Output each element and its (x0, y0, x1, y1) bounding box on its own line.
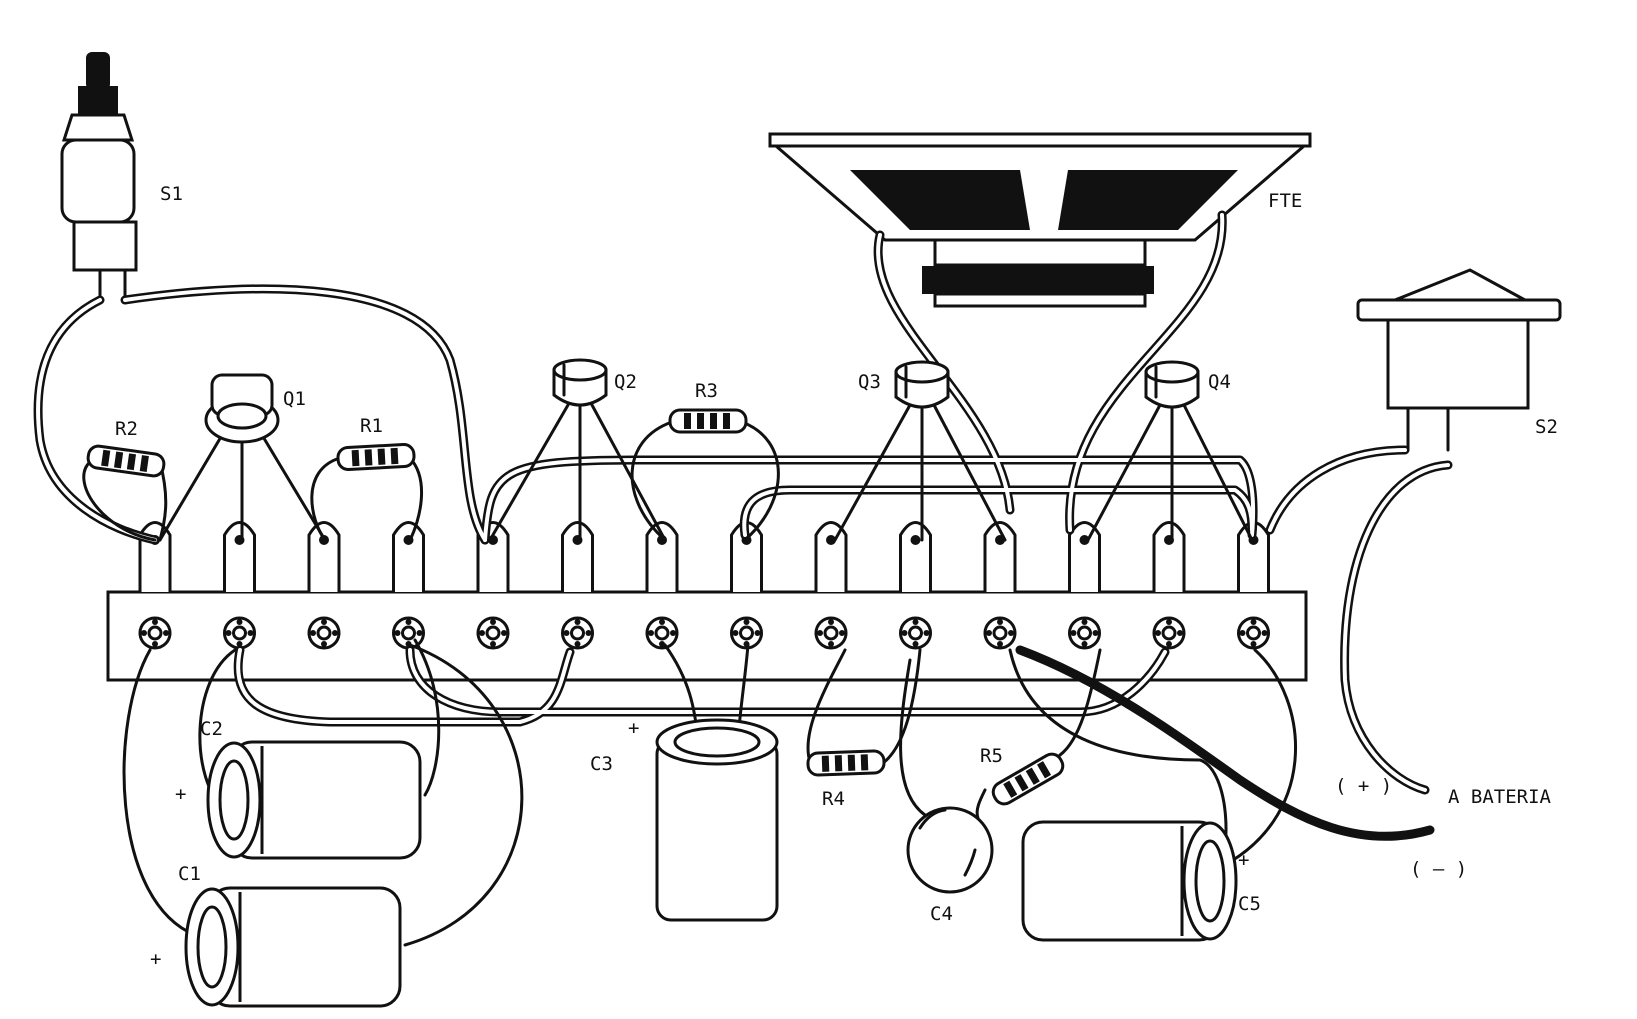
capacitor-c4 (906, 806, 994, 894)
label-c5-plus: + (1238, 849, 1249, 871)
terminal-eyelet (1237, 616, 1270, 650)
terminal-lug (1152, 521, 1186, 592)
transistor-q1 (204, 373, 280, 444)
terminal-eyelet (1068, 616, 1101, 650)
capacitor-c5 (1021, 820, 1238, 942)
terminal-eyelet (814, 616, 848, 650)
label-battery-minus: ( – ) (1410, 858, 1467, 880)
label-c4: C4 (930, 903, 953, 925)
terminal-eyelet (645, 616, 679, 650)
terminal-lug (223, 521, 256, 592)
label-r2: R2 (115, 418, 138, 440)
label-c1-plus: + (150, 948, 161, 970)
resistor-r2 (86, 444, 166, 478)
terminal-lug (561, 521, 594, 592)
label-c1: C1 (178, 863, 201, 885)
capacitor-c2 (206, 740, 422, 860)
resistors (86, 408, 1065, 806)
push-button-s1 (60, 52, 138, 302)
hookup-wires (33, 210, 1453, 795)
label-c3-plus: + (628, 717, 639, 739)
terminal-eyelet (730, 616, 763, 650)
terminal-lug (1068, 521, 1101, 592)
resistor-r3 (668, 408, 748, 434)
transistor-q4 (1144, 360, 1200, 409)
terminal-eyelet (899, 616, 932, 650)
terminal-lug (814, 521, 848, 592)
transistor-q2 (552, 358, 608, 407)
label-fte: FTE (1268, 190, 1302, 212)
terminal-eyelet (307, 616, 341, 650)
resistor-r1 (336, 443, 416, 471)
battery-negative-wire (1015, 645, 1435, 841)
capacitor-c1 (184, 886, 402, 1008)
label-s1: S1 (160, 183, 183, 205)
label-r5: R5 (980, 745, 1003, 767)
label-c2-plus: + (175, 783, 186, 805)
terminal-lug (307, 521, 341, 592)
terminal-eyelet (1152, 616, 1186, 650)
label-q4: Q4 (1208, 371, 1231, 393)
terminal-eyelet (983, 616, 1017, 650)
terminal-eyelet (561, 616, 594, 650)
speaker-fte (768, 132, 1312, 308)
label-r4: R4 (822, 788, 845, 810)
label-battery: A BATERIA (1448, 786, 1552, 808)
resistor-r4 (806, 749, 886, 777)
label-s2: S2 (1535, 416, 1558, 438)
label-q1: Q1 (283, 388, 306, 410)
terminal-strip (106, 521, 1308, 682)
label-c5: C5 (1238, 893, 1261, 915)
label-q3: Q3 (858, 371, 881, 393)
terminal-eyelets (138, 616, 1270, 650)
transistor-q3 (894, 360, 950, 409)
resistor-r5 (991, 752, 1065, 806)
terminal-lug (983, 521, 1017, 592)
label-c2: C2 (200, 718, 223, 740)
terminal-eyelet (392, 616, 425, 650)
terminal-eyelet (223, 616, 256, 650)
label-r3: R3 (695, 380, 718, 402)
capacitor-c3 (655, 718, 779, 922)
label-c3: C3 (590, 753, 613, 775)
rocker-switch-s2 (1356, 268, 1562, 452)
terminal-lugs (138, 521, 1270, 592)
terminal-eyelet (476, 616, 510, 650)
terminal-lug (899, 521, 932, 592)
label-r1: R1 (360, 415, 383, 437)
terminal-eyelet (138, 616, 172, 650)
label-q2: Q2 (614, 371, 637, 393)
label-battery-plus: ( + ) (1335, 775, 1392, 797)
terminal-lug (392, 521, 425, 592)
